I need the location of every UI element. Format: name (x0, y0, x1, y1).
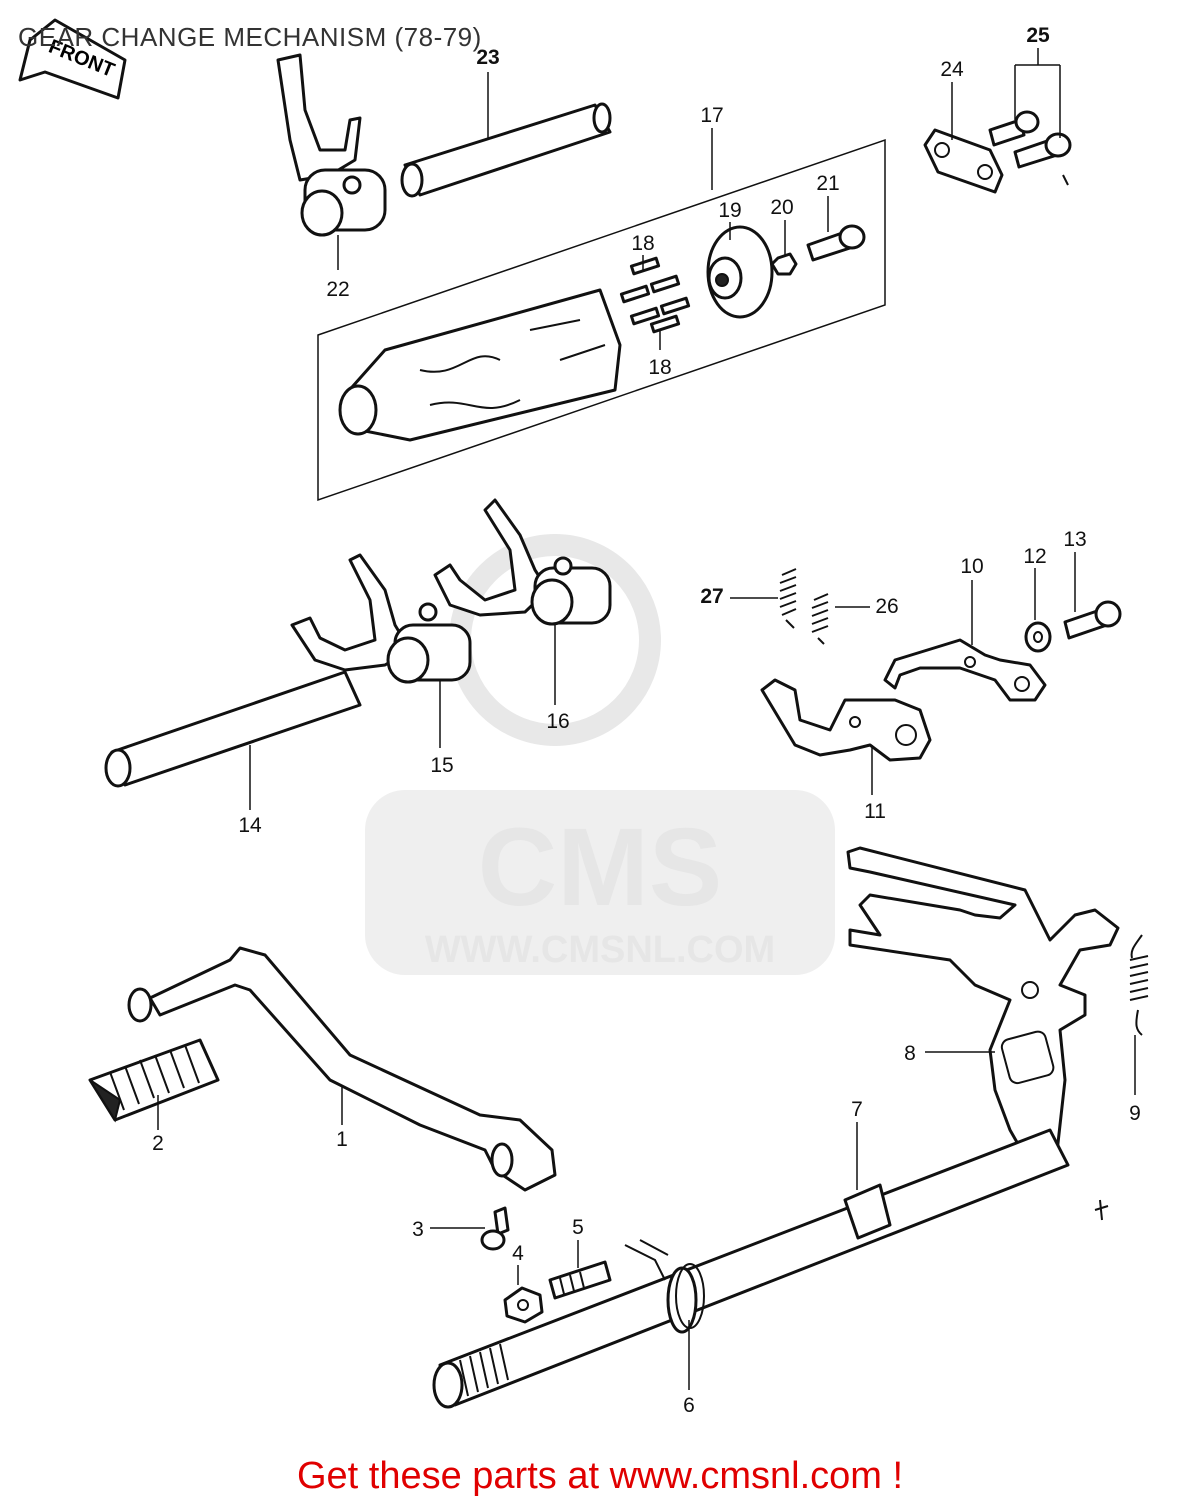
watermark-logo-text: CMS (478, 806, 722, 929)
watermark: CMS WWW.CMSNL.COM (365, 534, 835, 975)
callout-6: 6 (683, 1394, 695, 1417)
part-9-spring (1129, 934, 1149, 1036)
part-24-plate (923, 128, 1004, 194)
callout-8: 8 (904, 1042, 916, 1065)
part-20-nut (770, 252, 798, 276)
part-11-arm (760, 678, 932, 762)
part-16-shift-fork (433, 498, 612, 626)
part-14-shift-rod (104, 670, 362, 788)
callout-20: 20 (770, 196, 793, 219)
part-13-bolt (1063, 600, 1122, 640)
part-8-shift-mechanism-arm (846, 846, 1120, 1172)
callout-23: 23 (476, 46, 499, 69)
callout-13: 13 (1063, 528, 1086, 551)
part-6-return-spring (624, 1239, 705, 1334)
part-19-plate (706, 225, 774, 319)
callout-10: 10 (960, 555, 983, 578)
callout-22: 22 (326, 278, 349, 301)
part-1-shift-pedal (127, 946, 557, 1192)
part-2-pedal-rubber (88, 1038, 220, 1123)
callout-24: 24 (940, 58, 964, 81)
callout-15: 15 (430, 754, 453, 777)
callout-21: 21 (816, 172, 839, 195)
callout-26: 26 (875, 595, 898, 618)
leader-lines (157, 48, 1136, 1390)
watermark-url-text: WWW.CMSNL.COM (425, 929, 775, 971)
front-arrow-icon: FRONT (18, 18, 127, 100)
callout-16: 16 (546, 710, 569, 733)
callout-11: 11 (864, 800, 886, 823)
callout-27: 27 (700, 585, 723, 608)
page-title: GEAR CHANGE MECHANISM (78-79) (18, 22, 482, 52)
callout-numbers: 1 2 3 4 5 6 7 8 9 10 11 12 13 14 15 16 1… (152, 24, 1141, 1417)
part-25-bolts (988, 110, 1072, 169)
callout-4: 4 (512, 1242, 524, 1265)
callout-17: 17 (700, 104, 723, 127)
callout-3: 3 (412, 1218, 424, 1241)
part-17-group-box (317, 138, 886, 502)
callout-18a: 18 (631, 232, 654, 255)
callout-25: 25 (1026, 24, 1050, 47)
callout-18b: 18 (648, 356, 671, 379)
part-4-nut (503, 1286, 544, 1324)
part-5-pin (548, 1260, 612, 1300)
callout-19: 19 (718, 199, 741, 222)
callout-7: 7 (851, 1098, 863, 1121)
callout-14: 14 (238, 814, 262, 837)
part-7-gear-shift-shaft (432, 1128, 1070, 1409)
callout-1: 1 (336, 1128, 348, 1151)
part-27-spring (779, 568, 797, 629)
part-15-shift-fork (290, 553, 472, 684)
footer-link-text[interactable]: Get these parts at www.cmsnl.com ! (296, 1455, 904, 1497)
part-3-bolt (480, 1206, 510, 1251)
part-18-pins (619, 256, 691, 334)
part-12-washer (1024, 621, 1052, 653)
part-21-bolt (806, 224, 866, 262)
shift-drum (338, 288, 622, 442)
callout-9: 9 (1129, 1102, 1141, 1125)
part-26-spring (811, 593, 829, 645)
callout-12: 12 (1023, 545, 1046, 568)
part-10-arm (883, 638, 1047, 702)
part-22-shift-fork (276, 53, 387, 237)
part-23-shift-rod (400, 102, 612, 198)
callout-5: 5 (572, 1216, 584, 1239)
stray-marks (1062, 174, 1109, 1221)
callout-2: 2 (152, 1132, 164, 1155)
